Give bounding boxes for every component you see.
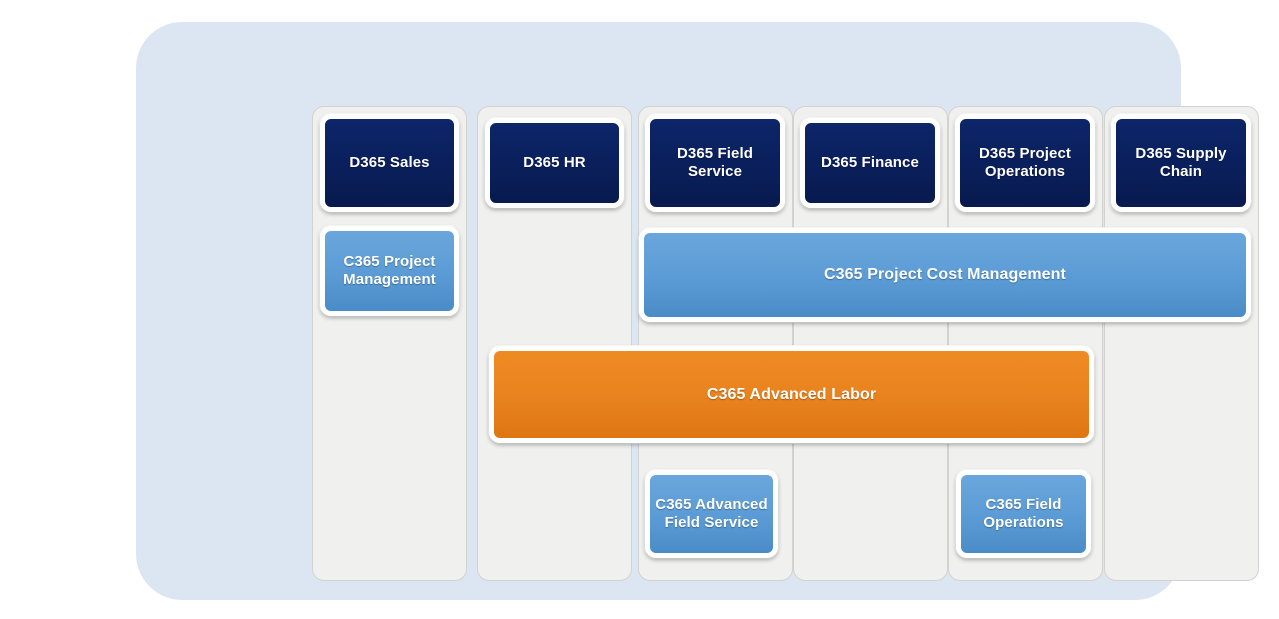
chip-c365-project-cost-management[interactable]: C365 Project Cost Management xyxy=(639,228,1251,322)
chip-d365-project-operations[interactable]: D365 Project Operations xyxy=(955,114,1095,212)
diagram-canvas: D365 Sales D365 HR D365 Field Service D3… xyxy=(136,22,1259,600)
chip-c365-field-operations[interactable]: C365 Field Operations xyxy=(956,470,1091,558)
chip-c365-advanced-labor[interactable]: C365 Advanced Labor xyxy=(489,346,1094,443)
chip-c365-project-management[interactable]: C365 Project Management xyxy=(320,226,459,316)
chip-d365-finance[interactable]: D365 Finance xyxy=(800,118,940,208)
chip-d365-sales[interactable]: D365 Sales xyxy=(320,114,459,212)
chip-d365-hr[interactable]: D365 HR xyxy=(485,118,624,208)
chip-d365-field-service[interactable]: D365 Field Service xyxy=(645,114,785,212)
chip-c365-advanced-field-service[interactable]: C365 Advanced Field Service xyxy=(645,470,778,558)
chip-d365-supply-chain[interactable]: D365 Supply Chain xyxy=(1111,114,1251,212)
